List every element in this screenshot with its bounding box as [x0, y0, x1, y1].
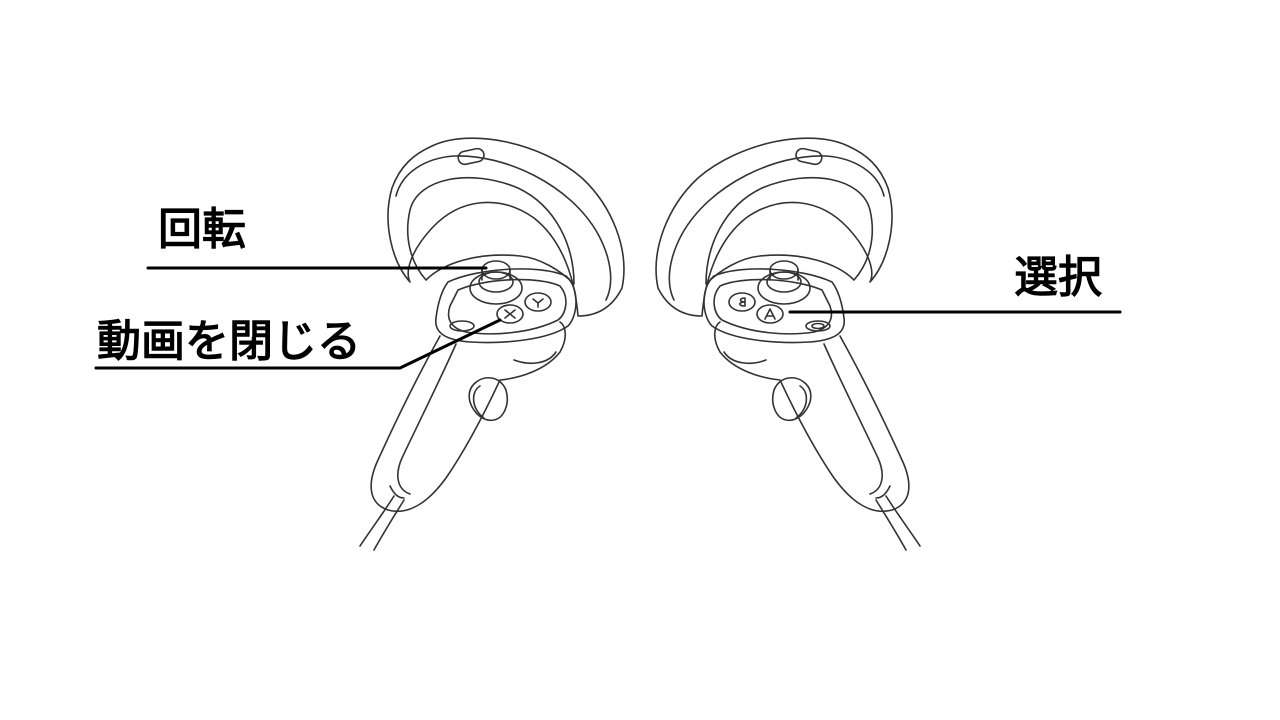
left-ring-outer: [387, 137, 625, 317]
right-grip-body: [713, 321, 910, 513]
left-controller-icon: [359, 137, 625, 551]
right-b-glyph: [738, 297, 746, 307]
right-oculus-button: [805, 320, 831, 332]
left-thumbstick-base: [469, 271, 523, 305]
left-x-button: [496, 304, 524, 324]
left-trigger: [513, 351, 557, 365]
right-thumbstick-mid: [766, 271, 802, 293]
label-rotate: 回転: [158, 204, 246, 255]
left-thumbstick-shaft: [481, 269, 511, 281]
right-thumbstick-shaft: [769, 269, 799, 281]
right-trigger: [723, 351, 767, 365]
right-ring-inner: [705, 176, 874, 285]
left-thumbstick-mid: [478, 271, 514, 293]
left-grip-body: [370, 321, 567, 513]
right-a-glyph: [764, 308, 776, 320]
right-lanyard: [875, 495, 921, 551]
right-oculus-button-inner: [811, 322, 825, 330]
label-select: 選択: [1014, 252, 1102, 303]
right-bottom-cap: [875, 485, 891, 499]
right-grip-button: [771, 377, 812, 422]
right-b-button: [728, 292, 756, 312]
left-ring-band: [395, 155, 612, 301]
label-close-video: 動画を閉じる: [97, 316, 361, 367]
left-face-plate: [435, 268, 577, 344]
right-face-plate: [703, 268, 845, 344]
left-grip-button: [468, 377, 509, 422]
left-lanyard: [359, 495, 405, 551]
right-thumbstick-base: [757, 271, 811, 305]
right-ring-outer: [655, 137, 893, 317]
right-ring-band: [668, 155, 885, 301]
right-grip-button-edge: [795, 385, 808, 419]
left-x-glyph: [504, 309, 516, 319]
right-grip-inner: [823, 343, 883, 495]
right-ring-slot: [795, 147, 823, 166]
left-ring-slot: [457, 147, 485, 166]
left-bottom-cap: [389, 485, 405, 499]
left-grip-inner: [397, 343, 457, 495]
right-face-plate-inner: [713, 278, 833, 335]
left-face-plate-inner: [447, 278, 567, 335]
left-y-button: [524, 292, 552, 312]
left-menu-button: [449, 320, 475, 332]
right-vr-controller-icon: [655, 137, 921, 551]
leader-line-close-diagonal: [398, 318, 502, 370]
left-grip-button-edge: [472, 385, 485, 419]
right-a-button: [756, 304, 784, 324]
left-y-glyph: [532, 298, 544, 308]
